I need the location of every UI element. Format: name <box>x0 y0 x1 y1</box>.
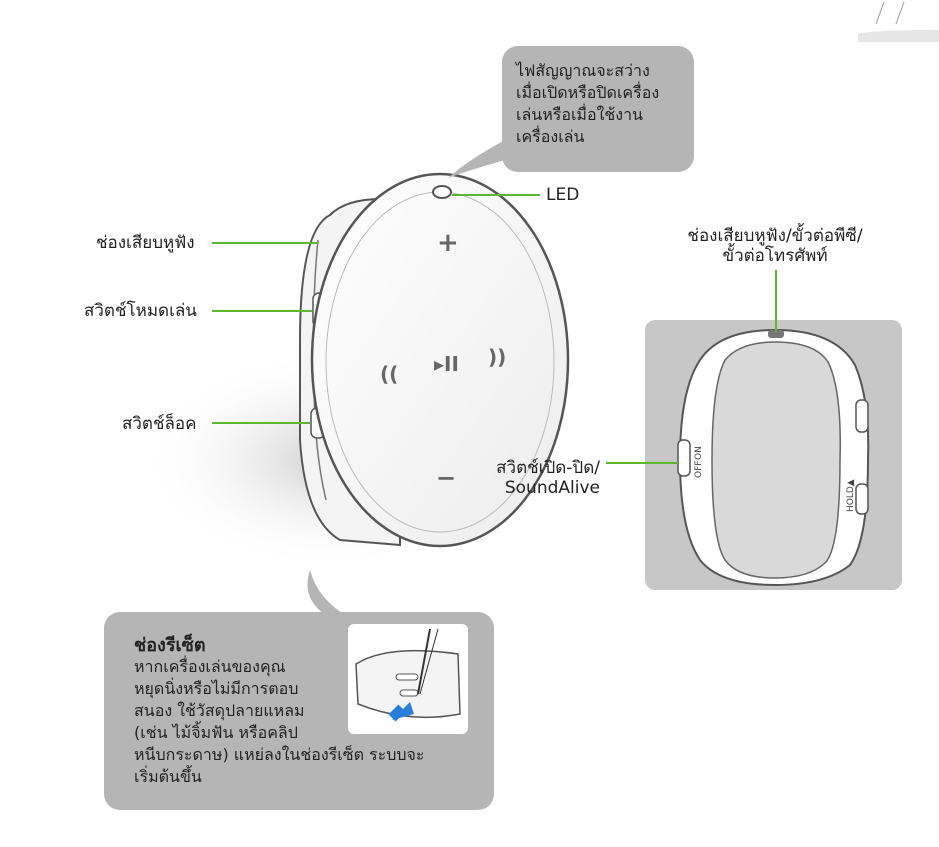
headphone-leader <box>212 242 318 244</box>
led-callout-tail <box>448 140 505 178</box>
reset-title: ช่องรีเซ็ต <box>134 635 206 656</box>
led-callout: ไฟสัญญาณจะสว่าง เมื่อเปิดหรือปิดเครื่อง … <box>502 46 694 172</box>
led-label: LED <box>546 185 580 205</box>
led-callout-line: ไฟสัญญาณจะสว่าง <box>516 61 650 80</box>
led-shape <box>432 185 452 199</box>
previous-button[interactable]: (( <box>380 362 399 386</box>
hold-label: HOLD▲ <box>846 479 856 512</box>
minus-button[interactable]: − <box>436 464 457 492</box>
reset-text-line: หากเครื่องเล่นของคุณ <box>134 657 286 676</box>
device-back-panel <box>711 341 841 579</box>
reset-text-line: หยุดนิ่งหรือไม่มีการตอบ <box>134 679 299 698</box>
top-port-leader <box>775 270 777 332</box>
power-switch-label-line: สวิตช์เปิด-ปิด/ <box>496 458 600 478</box>
reset-text-line: (เช่น ไม้จิ้มฟัน หรือคลิป <box>134 723 298 742</box>
top-port-label-line: ขั้วต่อโทรศัพท์ <box>722 246 828 266</box>
play-pause-button[interactable]: ▸II <box>434 352 459 376</box>
next-button[interactable]: )) <box>488 345 507 369</box>
power-switch-label-line: SoundAlive <box>504 478 600 498</box>
off-label: OFF <box>694 460 704 478</box>
reset-text-line: หนีบกระดาษ) แหย่ลงในช่องรีเซ็ต ระบบจะ <box>134 745 425 764</box>
reset-text-line: เริ่มต้นขึ้น <box>134 767 202 786</box>
power-switch-leader <box>606 462 678 464</box>
on-label: ON <box>694 446 704 460</box>
plus-button[interactable]: + <box>437 228 459 258</box>
led-leader <box>452 194 540 196</box>
top-port-label-line: ช่องเสียบหูฟัง/ขั้วต่อพีซี/ <box>687 226 863 246</box>
device-front-face <box>310 172 570 548</box>
headphone-jack-label: ช่องเสียบหูฟัง <box>96 233 195 253</box>
top-port-label: ช่องเสียบหูฟัง/ขั้วต่อพีซี/ ขั้วต่อโทรศั… <box>674 226 876 266</box>
led-callout-line: เล่นหรือเมื่อใช้งาน <box>516 105 643 124</box>
reset-text-line: สนอง ใช้วัสดุปลายแหลม <box>134 701 305 720</box>
power-switch-label: สวิตช์เปิด-ปิด/ SoundAlive <box>494 458 600 498</box>
reset-callout-tail <box>307 570 350 618</box>
led-callout-line: เมื่อเปิดหรือปิดเครื่อง <box>516 83 660 102</box>
lock-leader <box>212 422 310 424</box>
reset-illustration <box>348 624 468 734</box>
reset-info-box: ช่องรีเซ็ต หากเครื่องเล่นของคุณ หยุดนิ่ง… <box>104 612 494 810</box>
play-mode-leader <box>212 310 312 312</box>
led-callout-line: เครื่องเล่น <box>516 127 585 146</box>
lock-switch-label: สวิตช์ล็อค <box>122 414 197 434</box>
power-switch-shape <box>677 439 691 477</box>
play-mode-switch-label: สวิตช์โหมดเล่น <box>84 301 197 321</box>
